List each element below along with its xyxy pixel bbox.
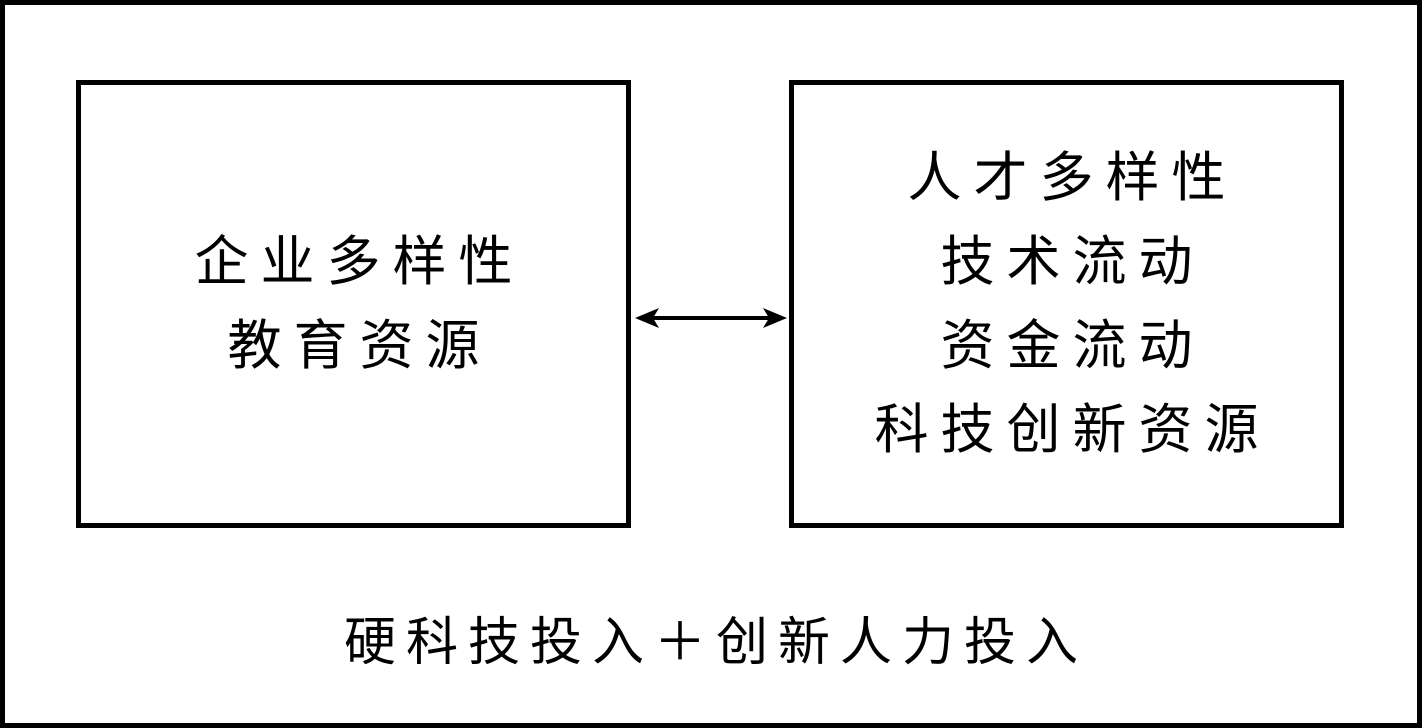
- diagram-caption: 硬科技投入＋创新人力投入: [343, 613, 1088, 673]
- right-box: 人才多样性 技术流动 资金流动 科技创新资源: [789, 80, 1344, 528]
- right-box-line-3: 资金流动: [940, 314, 1205, 377]
- arrow-head-right: [763, 308, 787, 328]
- right-box-line-1: 人才多样性: [907, 146, 1238, 209]
- left-box: 企业多样性 教育资源: [76, 80, 631, 528]
- left-box-line-1: 企业多样性: [194, 230, 525, 293]
- left-box-line-2: 教育资源: [227, 314, 492, 377]
- right-box-line-4: 科技创新资源: [874, 398, 1271, 461]
- bidirectional-arrow: [635, 308, 787, 328]
- arrow-head-left: [635, 308, 659, 328]
- right-box-line-2: 技术流动: [940, 230, 1205, 293]
